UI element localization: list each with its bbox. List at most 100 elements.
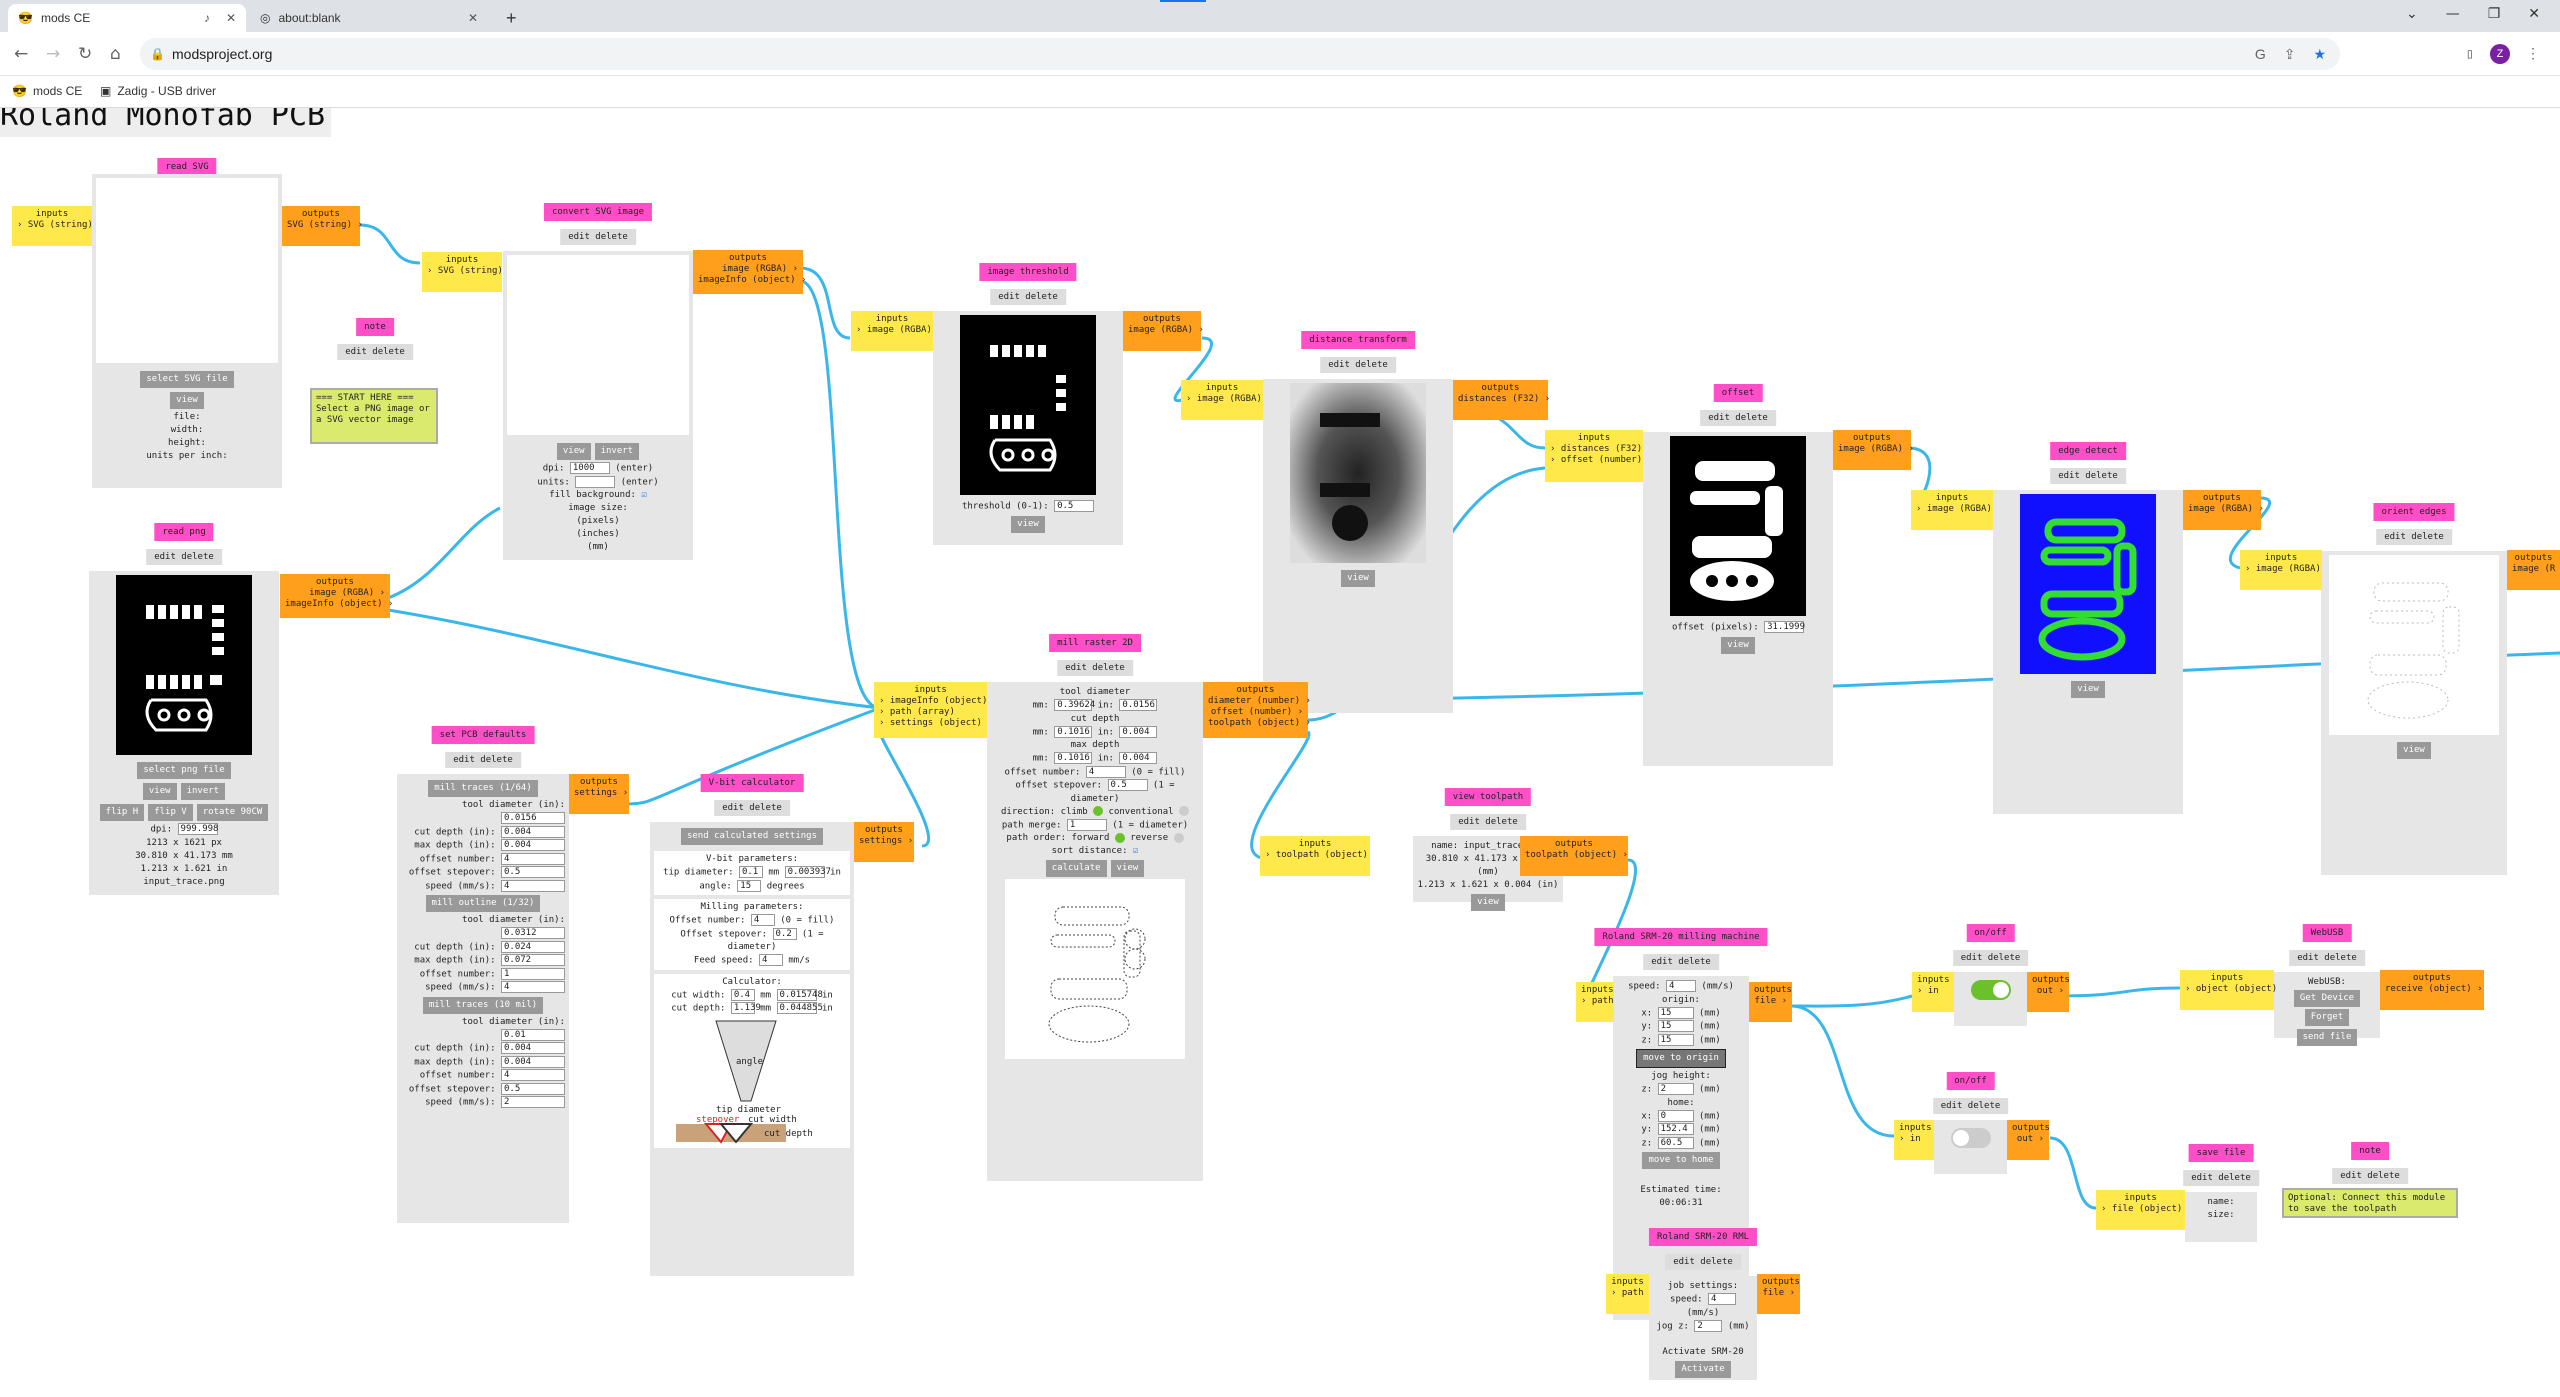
module-title[interactable]: distance transform [1301,331,1415,349]
edit-delete-button[interactable]: edit delete [1450,814,1526,830]
profile-avatar[interactable]: Z [2490,44,2510,64]
max-depth-in-field[interactable]: 0.004 [1119,752,1158,764]
on-off-toggle[interactable] [1950,1128,1991,1148]
input-port[interactable]: inputs› object (object) [2180,970,2277,1010]
flip-v-button[interactable]: flip V [148,804,193,821]
view-button[interactable]: view [556,443,591,460]
module-title[interactable]: offset [1713,384,1763,402]
rotate-button[interactable]: rotate 90CW [196,804,269,821]
forward-icon[interactable]: → [46,44,61,64]
module-title[interactable]: set PCB defaults [431,726,535,744]
move-to-origin-button[interactable]: move to origin [1636,1049,1726,1068]
edit-delete-button[interactable]: edit delete [1932,1098,2009,1114]
cut-depth-mm-field[interactable]: 0.1016 [1054,725,1093,738]
invert-button[interactable]: invert [594,443,640,460]
setting-field[interactable]: 0.0312 [501,927,565,939]
tool-diameter-in-field[interactable]: 0.0156 [1119,699,1158,711]
view-button[interactable]: view [1721,636,1755,654]
edit-delete-button[interactable]: edit delete [1700,410,1776,426]
threshold-field[interactable]: 0.5 [1054,500,1095,512]
fill-checkbox[interactable]: ☑ [641,490,647,500]
optional-connect-note[interactable]: Optional: Connect this module to save th… [2282,1188,2458,1218]
invert-button[interactable]: invert [180,783,226,800]
setting-field[interactable]: 0.5 [501,1082,565,1095]
input-port[interactable]: inputs› in [1894,1120,1934,1160]
menu-kebab-icon[interactable]: ⋮ [2526,46,2540,62]
angle-field[interactable]: 15 [737,879,762,892]
setting-field[interactable]: 4 [501,1069,565,1081]
tab-mods-ce[interactable]: 😎 mods CE ♪ ✕ [8,4,246,32]
cut-depth-in-field[interactable]: 0.004 [1119,725,1158,738]
google-icon[interactable]: G [2254,45,2266,62]
bookmark-mods-ce[interactable]: 😎mods CE [12,84,82,98]
send-calculated-settings-button[interactable]: send calculated settings [680,828,824,845]
input-port[interactable]: inputs› in [1912,972,1954,1012]
edit-delete-button[interactable]: edit delete [1057,660,1133,676]
pcb-preset-button[interactable]: mill traces (1/64) [428,780,538,797]
tab-about-blank[interactable]: ◎ about:blank ✕ [250,4,488,32]
jog-z-field[interactable]: 2 [1694,1319,1723,1332]
module-title[interactable]: on/off [1966,924,2015,942]
close-tab-icon[interactable]: ✕ [467,11,478,25]
module-title[interactable]: edge detect [2050,442,2126,460]
feed-speed-field[interactable]: 4 [758,954,783,966]
input-port[interactable]: inputs› imageInfo (object)› path (array)… [874,682,987,738]
edit-delete-button[interactable]: edit delete [1643,954,1719,970]
input-port[interactable]: inputs› path [1606,1274,1649,1314]
climb-radio[interactable] [1093,806,1104,816]
input-port[interactable]: inputs› file (object) [2096,1190,2185,1230]
module-title[interactable]: Roland SRM-20 RML [1648,1228,1758,1246]
setting-field[interactable]: 0.004 [501,839,565,851]
module-title[interactable]: on/off [1946,1072,1995,1090]
edit-delete-button[interactable]: edit delete [2183,1170,2259,1186]
view-button[interactable]: view [142,783,177,800]
reload-icon[interactable]: ↻ [78,44,93,64]
view-button[interactable]: view [1110,860,1145,877]
omnibox[interactable]: 🔒 modsproject.org G ⇪ ★ [140,38,2340,70]
speed-field[interactable]: 4 [1707,1293,1736,1305]
setting-field[interactable]: 0.004 [501,1042,565,1054]
setting-field[interactable]: 4 [501,981,565,993]
module-title[interactable]: read png [154,523,214,541]
home-y-field[interactable]: 152.4 [1657,1123,1694,1135]
close-tab-icon[interactable]: ✕ [225,11,236,25]
input-port[interactable]: inputs› image (RGBA) [1181,380,1263,420]
units-field[interactable] [575,475,616,488]
dpi-field[interactable]: 999.998 [177,823,218,835]
edit-delete-button[interactable]: edit delete [2332,1168,2408,1184]
view-button[interactable]: view [170,392,204,409]
tool-diameter-mm-field[interactable]: 0.39624 [1054,699,1095,711]
setting-field[interactable]: 1 [501,967,565,980]
setting-field[interactable]: 4 [501,852,565,865]
module-title[interactable]: convert SVG image [543,203,653,221]
max-depth-mm-field[interactable]: 0.1016 [1054,752,1093,764]
edit-delete-button[interactable]: edit delete [2289,950,2365,966]
cut-width-field[interactable]: 0.4 [730,988,755,1001]
module-title[interactable]: Roland SRM-20 milling machine [1594,928,1768,946]
share-icon[interactable]: ⇪ [2283,45,2296,62]
dpi-field[interactable]: 1000 [569,462,610,474]
edit-delete-button[interactable]: edit delete [2376,529,2452,545]
jog-z-field[interactable]: 2 [1657,1083,1694,1095]
pcb-preset-button[interactable]: mill outline (1/32) [425,895,541,912]
forget-button[interactable]: Forget [2304,1009,2350,1026]
edit-delete-button[interactable]: edit delete [990,289,1066,305]
on-off-toggle[interactable] [1970,980,2011,1000]
edit-delete-button[interactable]: edit delete [2050,468,2126,484]
new-tab-button[interactable]: + [506,7,517,28]
flip-h-button[interactable]: flip H [99,804,145,821]
path-merge-field[interactable]: 1 [1066,818,1107,831]
speed-field[interactable]: 4 [1666,980,1696,992]
minimize-icon[interactable]: — [2445,6,2460,22]
calculate-button[interactable]: calculate [1045,860,1107,877]
mods-canvas[interactable]: Roland Monofab PCB read SVG edit delete … [0,108,2560,1397]
sort-checkbox[interactable]: ☑ [1132,846,1139,856]
offset-number-field[interactable]: 4 [1085,765,1126,778]
